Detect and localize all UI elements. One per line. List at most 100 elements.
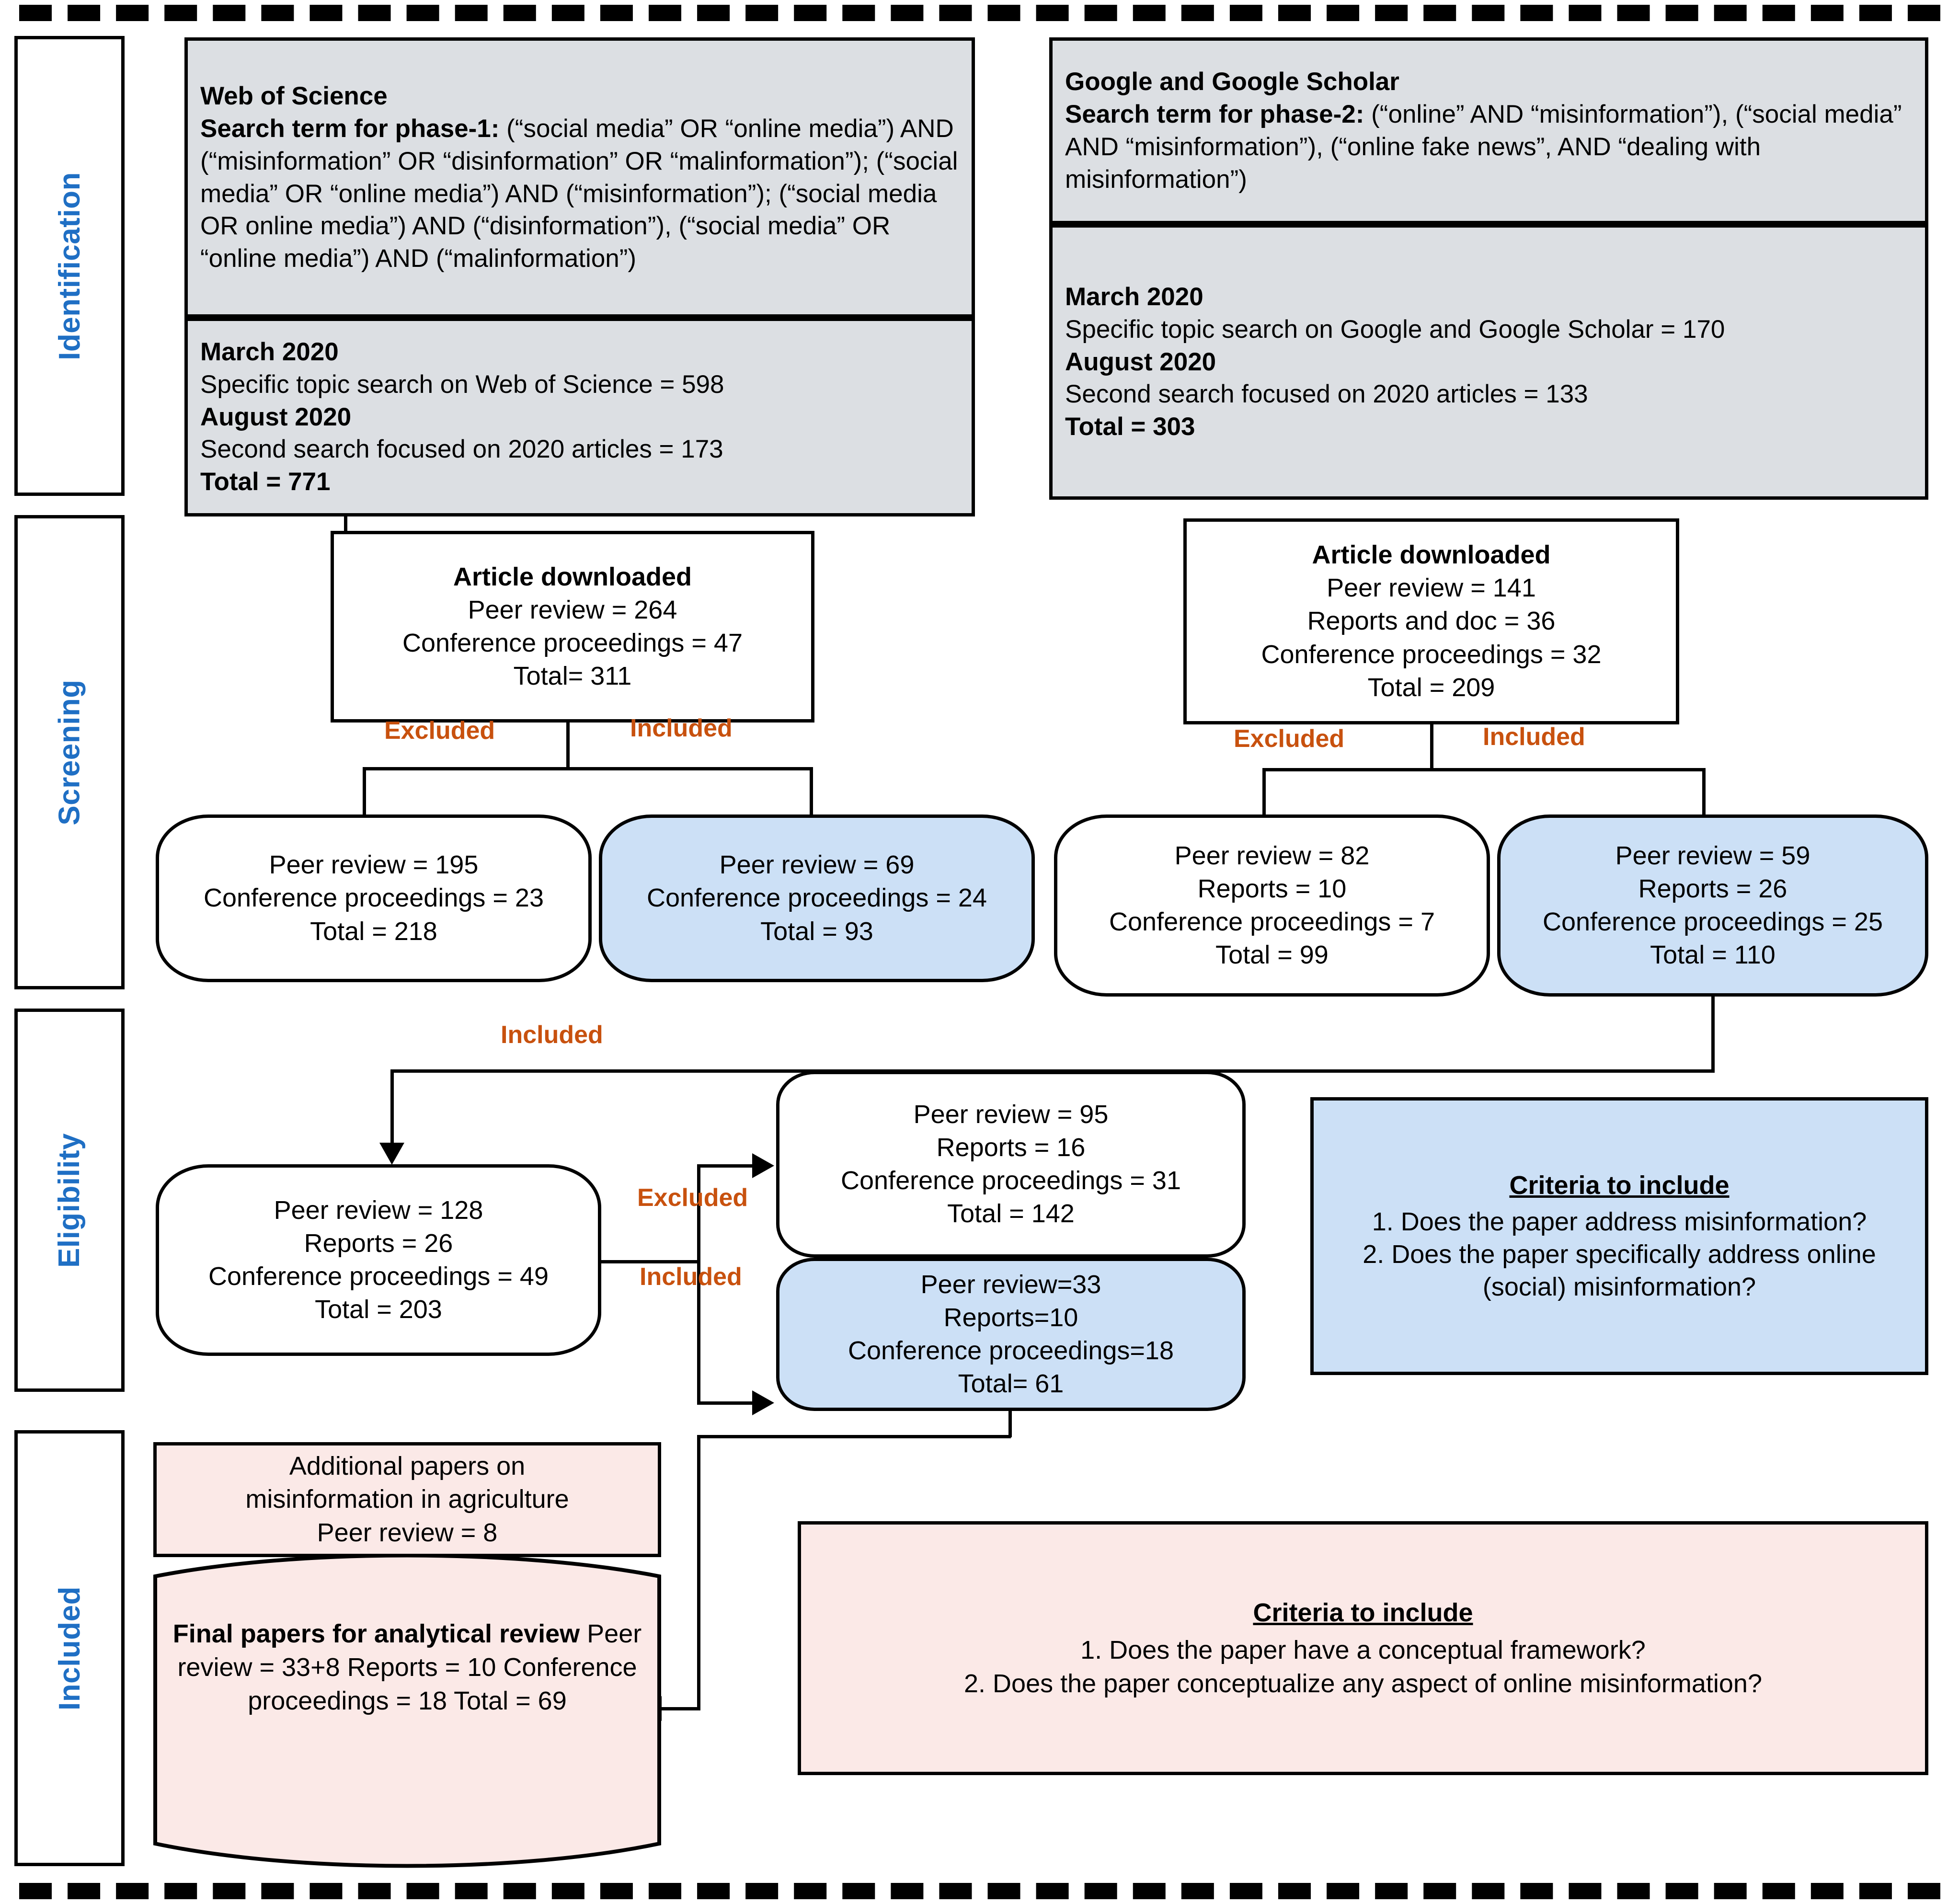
eligibility-included-box: Peer review=33 Reports=10 Conference pro… (776, 1258, 1246, 1411)
final-papers-row-3: Total = 69 (454, 1686, 567, 1716)
downloaded-right-title: Article downloaded (1312, 540, 1551, 570)
included-criteria-title: Criteria to include (1253, 1598, 1473, 1627)
screening-included-left-box: Peer review = 69 Conference proceedings … (599, 814, 1035, 982)
eligibility-arm-excluded (697, 1164, 755, 1168)
identification-wos-counts-box: March 2020 Specific topic search on Web … (184, 318, 975, 516)
included-criteria-box: Criteria to include 1. Does the paper ha… (798, 1521, 1928, 1775)
wos-month2-count: Second search focused on 2020 articles =… (200, 435, 723, 464)
screening-downloaded-left-box: Article downloaded Peer review = 264 Con… (331, 531, 814, 723)
split-drop-left-excluded (363, 767, 366, 820)
split-stem-right-screening (1430, 724, 1433, 771)
stage-label-screening: Screening (14, 515, 125, 989)
included-right-row-0: Peer review = 59 (1615, 841, 1810, 870)
included-left-row-1: Conference proceedings = 24 (647, 883, 987, 913)
eligibility-arm-included (697, 1401, 755, 1405)
eligibility-merged-row-0: Peer review = 128 (274, 1195, 483, 1225)
excluded-right-row-3: Total = 99 (1215, 941, 1329, 970)
stage-label-identification: Identification (14, 36, 125, 496)
excluded-right-row-1: Reports = 10 (1197, 874, 1347, 903)
included-left-row-2: Total = 93 (760, 917, 873, 946)
identification-google-counts-box: March 2020 Specific topic search on Goog… (1049, 224, 1928, 500)
downloaded-right-row-0: Peer review = 141 (1327, 573, 1536, 603)
arrow-eligibility-included (752, 1390, 774, 1415)
wos-total: Total = 771 (200, 468, 331, 496)
split-bar-right-screening (1262, 768, 1706, 771)
excluded-right-row-2: Conference proceedings = 7 (1109, 907, 1435, 936)
merge-stem-right-blue (1711, 997, 1715, 1071)
eligibility-included-row-2: Conference proceedings=18 (848, 1336, 1174, 1365)
wos-search-label: Search term for phase-1: (200, 114, 500, 143)
eligibility-split-down (697, 1260, 700, 1404)
excluded-right-row-0: Peer review = 82 (1174, 841, 1370, 870)
additional-papers-line-0: Additional papers on (289, 1452, 526, 1481)
excluded-left-row-0: Peer review = 195 (269, 850, 479, 880)
downloaded-left-row-1: Conference proceedings = 47 (402, 629, 743, 657)
final-papers-row-0: Peer review = 33+8 (177, 1619, 642, 1682)
split-bar-left-screening (363, 767, 813, 770)
eligibility-criteria-title: Criteria to include (1509, 1170, 1730, 1200)
arrow-eligibility-excluded (752, 1153, 774, 1178)
downloaded-left-title: Article downloaded (453, 562, 692, 591)
wos-search-terms: (“social media” OR “online media”) AND (… (200, 114, 958, 273)
eligibility-merged-row-3: Total = 203 (315, 1295, 442, 1324)
included-left-row-0: Peer review = 69 (719, 850, 915, 880)
eligibility-merged-box: Peer review = 128 Reports = 26 Conferenc… (156, 1164, 601, 1356)
excluded-left-row-1: Conference proceedings = 23 (204, 883, 544, 913)
screening-included-right-box: Peer review = 59 Reports = 26 Conference… (1497, 814, 1928, 997)
google-source-title: Google and Google Scholar (1065, 68, 1399, 96)
included-criteria-item-0: 1. Does the paper have a conceptual fram… (1080, 1635, 1646, 1664)
final-route-down (697, 1435, 700, 1710)
wos-month1-count: Specific topic search on Web of Science … (200, 370, 724, 399)
google-month1-count: Specific topic search on Google and Goog… (1065, 315, 1725, 344)
split-drop-right-included (1702, 768, 1706, 820)
eligibility-criteria-item-0: 1. Does the paper address misinformation… (1372, 1207, 1867, 1236)
edge-label-included-eligibility: Included (640, 1263, 742, 1291)
downloaded-left-row-0: Peer review = 264 (468, 595, 677, 624)
cylinder-shape (153, 1557, 661, 1868)
eligibility-split-up (697, 1164, 700, 1262)
eligibility-split-stem (601, 1260, 699, 1263)
identification-wos-search-box: Web of Science Search term for phase-1: … (184, 37, 975, 318)
final-route-stem (1008, 1411, 1012, 1437)
google-month2-count: Second search focused on 2020 articles =… (1065, 380, 1588, 409)
google-search-label: Search term for phase-2: (1065, 100, 1364, 129)
downloaded-right-row-2: Conference proceedings = 32 (1261, 640, 1602, 669)
included-right-row-2: Conference proceedings = 25 (1543, 907, 1883, 936)
google-month1: March 2020 (1065, 282, 1203, 311)
edge-label-included-left-screening: Included (630, 714, 733, 742)
google-total: Total = 303 (1065, 413, 1195, 441)
google-search-terms: (“online” AND “misinformation”), (“socia… (1065, 100, 1902, 194)
edge-label-excluded-eligibility: Excluded (637, 1184, 748, 1212)
wos-month2: August 2020 (200, 402, 352, 431)
wos-search-term: Search term for phase-1: (“social media”… (200, 113, 959, 275)
stage-label-included-text: Included (53, 1586, 86, 1710)
additional-papers-line-2: Peer review = 8 (317, 1518, 498, 1547)
eligibility-included-row-0: Peer review=33 (920, 1270, 1101, 1299)
eligibility-excluded-row-1: Reports = 16 (936, 1133, 1086, 1162)
downloaded-left-row-2: Total= 311 (513, 662, 632, 691)
included-right-row-3: Total = 110 (1650, 941, 1776, 970)
google-search-term: Search term for phase-2: (“online” AND “… (1065, 98, 1913, 195)
stage-label-identification-text: Identification (53, 172, 86, 360)
eligibility-merged-row-1: Reports = 26 (304, 1228, 453, 1258)
dashed-border-bottom (19, 1883, 1940, 1899)
eligibility-excluded-row-3: Total = 142 (947, 1199, 1075, 1228)
additional-papers-line-1: misinformation in agriculture (245, 1485, 569, 1514)
final-route-bar-bottom (661, 1707, 699, 1710)
edge-label-excluded-right-screening: Excluded (1234, 725, 1345, 753)
eligibility-included-row-3: Total= 61 (958, 1369, 1064, 1399)
eligibility-criteria-box: Criteria to include 1. Does the paper ad… (1310, 1097, 1928, 1375)
final-papers-row-2: Conference proceedings = 18 (248, 1653, 637, 1716)
downloaded-right-row-3: Total = 209 (1367, 673, 1495, 702)
merge-drop-to-eligibility (390, 1069, 394, 1146)
split-drop-right-excluded (1262, 768, 1266, 820)
arrow-into-eligibility-merged (379, 1143, 404, 1165)
final-route-bar-top (697, 1435, 1011, 1438)
stage-label-eligibility-text: Eligibility (53, 1133, 86, 1268)
identification-google-search-box: Google and Google Scholar Search term fo… (1049, 37, 1928, 224)
eligibility-merged-row-2: Conference proceedings = 49 (208, 1262, 549, 1291)
included-final-papers-cylinder: Final papers for analytical review Peer … (153, 1557, 661, 1869)
final-papers-row-1: Reports = 10 (347, 1653, 496, 1682)
stage-label-eligibility: Eligibility (14, 1009, 125, 1392)
